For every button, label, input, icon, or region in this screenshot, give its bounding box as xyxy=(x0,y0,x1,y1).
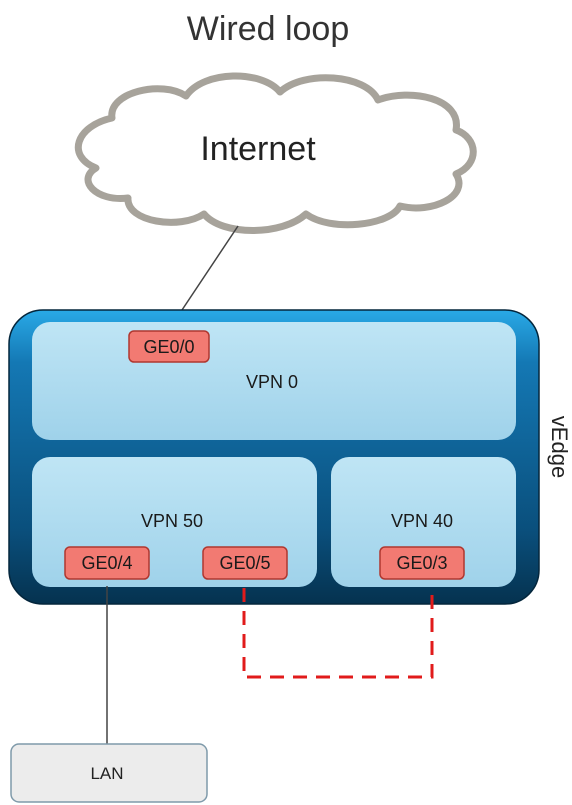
vedge-device: VPN 0 VPN 50 VPN 40 GE0/0 GE0/4 GE0/5 GE… xyxy=(8,309,540,605)
lan-label: LAN xyxy=(90,764,123,783)
cloud-label: Internet xyxy=(200,130,316,168)
port-ge0-4-label: GE0/4 xyxy=(81,553,132,573)
vpn40-label: VPN 40 xyxy=(391,511,453,531)
port-ge0-3: GE0/3 xyxy=(379,546,465,580)
port-ge0-0-label: GE0/0 xyxy=(143,337,194,357)
port-ge0-3-label: GE0/3 xyxy=(396,553,447,573)
vpn50-label: VPN 50 xyxy=(141,511,203,531)
internet-uplink xyxy=(179,225,239,314)
port-ge0-5: GE0/5 xyxy=(202,546,288,580)
vedge-label: vEdge xyxy=(547,416,572,478)
diagram-title: Wired loop xyxy=(187,10,350,48)
lan-box xyxy=(10,743,208,803)
vpn40-box xyxy=(331,457,516,587)
vpn0-label: VPN 0 xyxy=(246,372,298,392)
port-ge0-0: GE0/0 xyxy=(128,330,210,363)
port-ge0-5-label: GE0/5 xyxy=(219,553,270,573)
internet-cloud: Internet xyxy=(74,72,477,234)
lan-node: LAN xyxy=(10,743,208,803)
port-ge0-4: GE0/4 xyxy=(64,546,150,580)
cloud-shape xyxy=(74,72,477,234)
